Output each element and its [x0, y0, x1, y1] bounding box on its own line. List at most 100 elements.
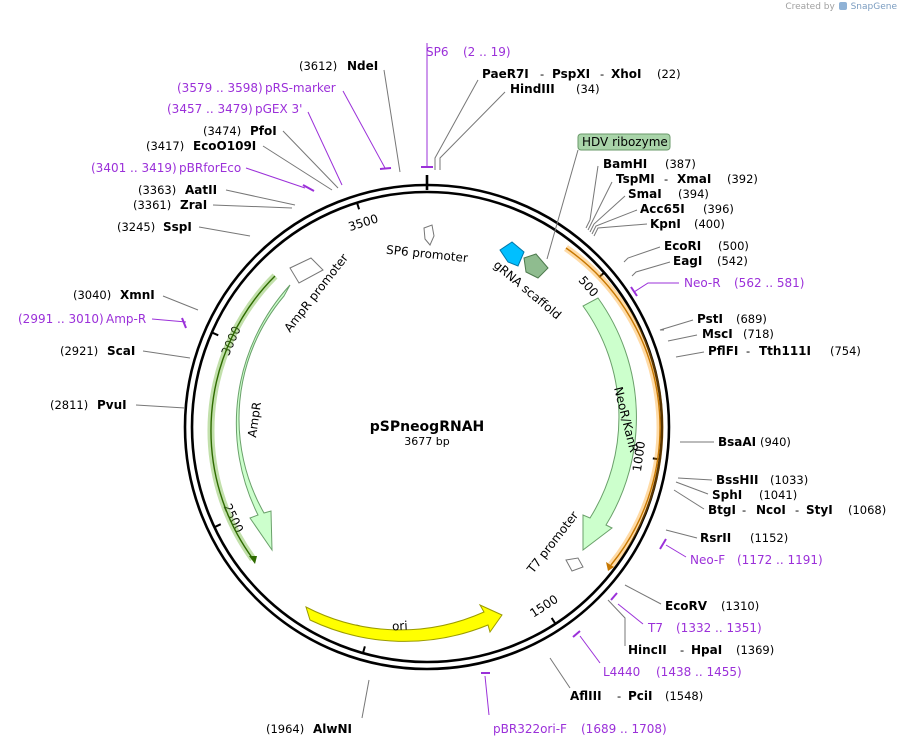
- site-prs-marker: pRS-marker: [265, 81, 336, 95]
- site-hincii: HincII: [628, 643, 667, 657]
- site-alwni: AlwNI: [313, 722, 352, 736]
- site-l4440: L4440: [603, 665, 640, 679]
- pvui-leader: [135, 404, 186, 409]
- credit-prefix: Created by: [785, 2, 835, 12]
- site-acc65i: Acc65I: [640, 202, 685, 216]
- site-eagi: EagI: [673, 254, 702, 268]
- site-neo-r-pos: (562 .. 581): [734, 276, 804, 290]
- site-msci-pos: (718): [743, 327, 774, 341]
- neo-r-mark: [630, 286, 638, 297]
- site-smai: SmaI: [628, 187, 662, 201]
- site-rsrii: RsrII: [700, 531, 731, 545]
- site-amp-r-pos: (2991 .. 3010): [18, 312, 104, 326]
- site-aatii-pos: (3363): [138, 183, 176, 197]
- site-rsrii-pos: (1152): [750, 531, 788, 545]
- svg-text:-: -: [742, 503, 746, 517]
- paer7i-leader: [434, 79, 479, 170]
- site-ecori-pos: (500): [718, 239, 749, 253]
- site-scai-pos: (2921): [60, 344, 98, 358]
- site-pgex3-pos: (3457 .. 3479): [167, 102, 253, 116]
- prs-marker-leader: [342, 90, 386, 169]
- amp-r-leader: [151, 318, 187, 323]
- svg-text:-: -: [600, 67, 604, 81]
- site-acc65i-pos: (396): [703, 202, 734, 216]
- ecoo109i-leader: [262, 145, 333, 191]
- credit-brand: SnapGene: [850, 2, 897, 12]
- site-msci: MscI: [702, 327, 733, 341]
- site-t7-pos: (1332 .. 1351): [676, 621, 762, 635]
- pbrforeco-leader: [245, 167, 306, 189]
- ampR-band: [210, 275, 276, 560]
- feature-bands: [207, 245, 664, 571]
- l4440-mark: [572, 630, 581, 638]
- svg-text:-: -: [795, 503, 799, 517]
- neo-f-mark: [659, 538, 667, 550]
- hincii-leader: [607, 599, 626, 646]
- svg-text:-: -: [680, 643, 684, 657]
- site-pbr322ori-f: pBR322ori-F: [493, 722, 567, 736]
- site-ecoo109i: EcoO109I: [193, 139, 256, 153]
- feature-arrows: [235, 224, 637, 642]
- site-btgi-pos: (1068): [848, 503, 886, 517]
- site-kpni: KpnI: [650, 217, 681, 231]
- site-pspxi: PspXI: [552, 67, 590, 81]
- site-pbrforeco: pBRforEco: [179, 161, 241, 175]
- site-pflfi: PflFI: [708, 344, 738, 358]
- site-annotations: SP6 (2 .. 19) PaeR7I - PspXI - XhoI (22)…: [18, 43, 886, 736]
- site-pflfi-pos: (754): [830, 344, 861, 358]
- site-zrai: ZraI: [180, 198, 207, 212]
- l4440-leader: [579, 635, 601, 664]
- site-btgi: BtgI: [708, 503, 736, 517]
- t7-primer-mark: [610, 592, 618, 601]
- ampR-band-head: [249, 556, 257, 564]
- site-xmni-pos: (3040): [73, 288, 111, 302]
- gRNA-scaffold-arrow: [523, 253, 549, 279]
- site-l4440-pos: (1438 .. 1455): [656, 665, 742, 679]
- site-hindiii-pos: (34): [576, 82, 600, 96]
- site-bsaai-pos: (940): [760, 435, 791, 449]
- psti-leader: [659, 319, 694, 331]
- site-ecoo109i-pos: (3417): [146, 139, 184, 153]
- ampR-arrow: [235, 284, 291, 552]
- sphi-leader: [675, 481, 709, 495]
- site-amp-r: Amp-R: [106, 312, 146, 326]
- site-sp6: SP6: [426, 45, 449, 59]
- msci-leader: [667, 334, 698, 342]
- eagi-leader: [631, 261, 671, 277]
- site-zrai-pos: (3361): [133, 198, 171, 212]
- site-sspi: SspI: [163, 220, 192, 234]
- site-psti: PstI: [697, 312, 723, 326]
- site-t7: T7: [647, 621, 663, 635]
- backbone: [183, 175, 671, 671]
- site-aatii: AatII: [185, 183, 217, 197]
- rsrii-leader: [665, 529, 698, 539]
- site-styi: StyI: [806, 503, 833, 517]
- hdv-ribozyme-leader: [546, 149, 579, 260]
- tick-mark-1500: [550, 617, 557, 625]
- site-pgex3: pGEX 3': [255, 102, 302, 116]
- ampR-promoter-arrow: [289, 257, 324, 284]
- site-paer7i-pos: (22): [657, 67, 681, 81]
- site-pfoi-pos: (3474): [203, 124, 241, 138]
- site-eagi-pos: (542): [717, 254, 748, 268]
- site-ndei: NdeI: [347, 59, 378, 73]
- site-ecorv: EcoRV: [665, 599, 708, 613]
- pbrforeco-mark: [302, 184, 315, 192]
- svg-text:-: -: [540, 67, 544, 81]
- acc65i-leader: [591, 209, 638, 235]
- xmni-leader: [162, 295, 199, 311]
- site-hincii-pos: (1369): [736, 643, 774, 657]
- site-paer7i: PaeR7I: [482, 67, 529, 81]
- hdv-ribozyme-callout: HDV ribozyme: [546, 133, 671, 260]
- t7-promoter-arrow: [565, 557, 584, 572]
- bsshii-leader: [677, 477, 713, 481]
- pgex3-leader: [307, 111, 343, 186]
- site-ndei-pos: (3612): [299, 59, 337, 73]
- site-pbr322ori-f-pos: (1689 .. 1708): [581, 722, 667, 736]
- site-hpai: HpaI: [691, 643, 722, 657]
- site-afliii: AflIII: [570, 689, 602, 703]
- pbr322ori-leader: [484, 675, 490, 716]
- site-tspmi: TspMI: [616, 172, 655, 186]
- site-pbrforeco-pos: (3401 .. 3419): [91, 161, 177, 175]
